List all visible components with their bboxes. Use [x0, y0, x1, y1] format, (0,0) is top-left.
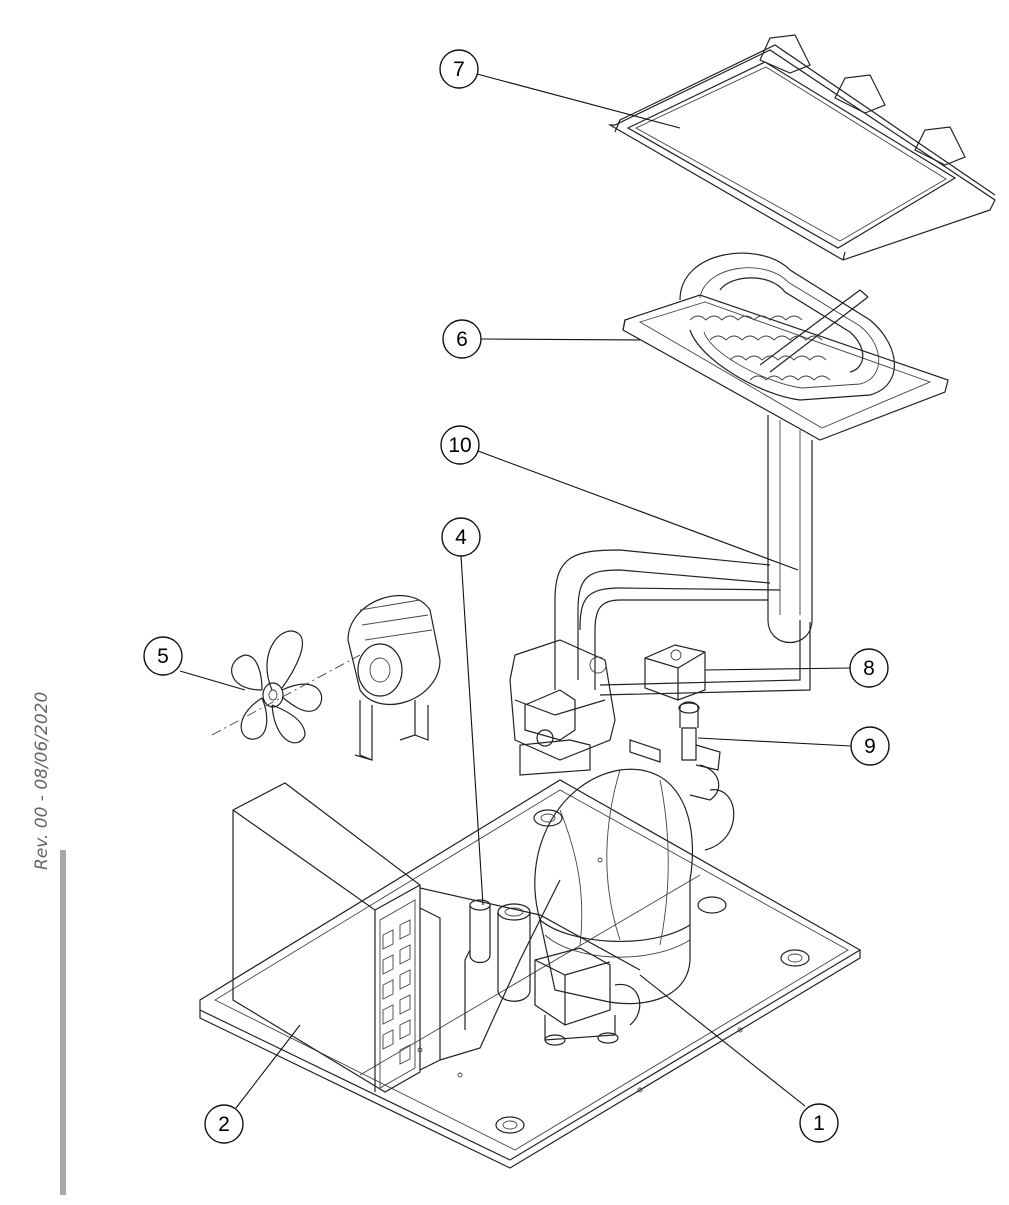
callout-7: 7 — [439, 49, 479, 89]
part-1-compressor — [419, 768, 694, 1046]
callout-5-label: 5 — [157, 645, 169, 668]
callout-8: 8 — [849, 648, 889, 688]
callout-7-label: 7 — [453, 58, 465, 81]
part-6-evaporator — [622, 252, 949, 441]
leader-lines — [179, 73, 852, 1109]
callout-10: 10 — [440, 425, 480, 465]
callout-8-label: 8 — [863, 657, 875, 680]
callout-4-label: 4 — [455, 526, 467, 549]
callout-6-label: 6 — [456, 328, 468, 351]
revision-bar — [60, 850, 66, 1195]
part-9-valve — [629, 701, 735, 851]
callout-10-label: 10 — [448, 434, 471, 457]
callout-9-label: 9 — [864, 735, 876, 758]
part-2-condenser — [232, 782, 561, 1093]
part-10-tubing — [554, 415, 813, 696]
callout-2-label: 2 — [218, 1113, 230, 1136]
base-plate — [199, 779, 862, 1169]
callout-5: 5 — [143, 636, 183, 676]
callout-6: 6 — [442, 319, 482, 359]
callout-1-label: 1 — [813, 1112, 825, 1135]
part-7-cover — [607, 34, 996, 261]
callout-4: 4 — [441, 517, 481, 557]
part-4-filter — [469, 899, 531, 1002]
part-8-electric-box — [644, 644, 706, 701]
pump-assembly — [509, 639, 616, 776]
revision-label: Rev. 00 - 08/06/2020 — [32, 691, 52, 870]
part-5-fan — [211, 594, 441, 761]
callout-2: 2 — [204, 1104, 244, 1144]
callout-9: 9 — [850, 726, 890, 766]
callout-1: 1 — [799, 1103, 839, 1143]
